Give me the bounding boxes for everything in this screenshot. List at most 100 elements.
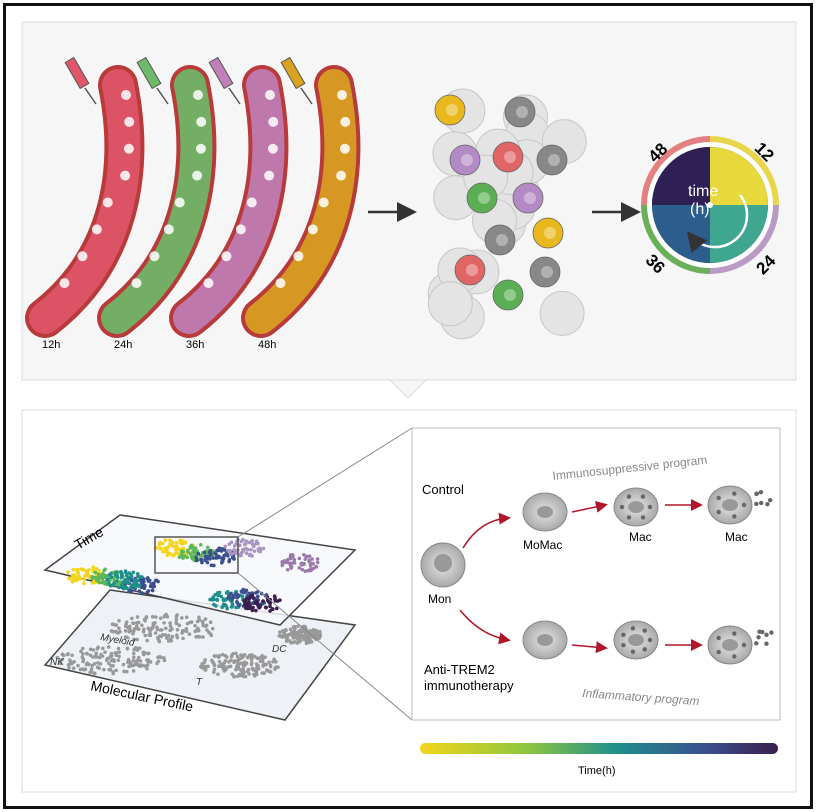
- profile-point: [132, 627, 137, 631]
- time-point: [199, 554, 203, 558]
- profile-point: [146, 651, 151, 656]
- time-point: [315, 560, 320, 565]
- profile-point: [245, 669, 250, 674]
- transition-arrow: [571, 641, 608, 654]
- immune-cell: [492, 279, 524, 311]
- time-point: [248, 604, 252, 609]
- profile-point: [114, 668, 118, 673]
- time-point: [160, 541, 165, 546]
- profile-point: [238, 673, 243, 678]
- mac-label-2: Mac: [725, 530, 748, 544]
- profile-point: [58, 661, 63, 666]
- profile-point: [304, 639, 309, 644]
- blood-cell: [149, 251, 160, 262]
- time-point: [71, 567, 76, 572]
- time-point: [207, 557, 212, 561]
- profile-point: [285, 635, 290, 640]
- profile-point: [165, 636, 169, 640]
- profile-point: [146, 626, 151, 631]
- profile-point: [308, 628, 312, 633]
- profile-point: [253, 655, 257, 659]
- profile-point: [302, 633, 306, 638]
- profile-point: [140, 623, 144, 628]
- profile-point: [145, 638, 149, 643]
- profile-point: [181, 636, 185, 641]
- time-point: [203, 554, 207, 559]
- profile-point: [260, 656, 265, 661]
- blood-vessels: [25, 56, 361, 338]
- blood-cell: [318, 197, 329, 208]
- profile-point: [210, 626, 215, 631]
- time-point: [226, 596, 231, 600]
- time-point: [253, 591, 258, 595]
- time-point: [211, 556, 216, 560]
- time-point: [245, 547, 250, 552]
- time-point: [93, 570, 98, 575]
- time-point: [230, 603, 235, 607]
- immune-cell: [466, 182, 498, 214]
- profile-point: [108, 667, 113, 672]
- time-point: [191, 546, 196, 550]
- profile-point: [136, 646, 141, 651]
- time-point: [75, 570, 80, 574]
- control-label: Control: [422, 482, 464, 497]
- time-point: [192, 551, 197, 555]
- profile-point: [136, 620, 141, 625]
- profile-point: [109, 663, 113, 668]
- time-point: [215, 591, 220, 595]
- time-point: [217, 554, 221, 559]
- profile-point: [194, 634, 199, 639]
- time-point: [315, 557, 320, 561]
- cell-cluster: [427, 88, 587, 340]
- time-point: [194, 555, 199, 560]
- time-point: [205, 545, 210, 550]
- profile-point: [207, 630, 211, 635]
- time-point: [247, 553, 252, 558]
- profile-point: [175, 628, 180, 632]
- profile-point: [81, 652, 85, 656]
- time-point: [237, 553, 242, 558]
- zoom-box: [154, 536, 239, 574]
- profile-point: [103, 650, 107, 654]
- profile-point: [168, 621, 172, 625]
- time-point: [230, 555, 235, 560]
- profile-point: [131, 631, 135, 636]
- profile-point: [208, 620, 213, 625]
- time-point: [235, 601, 240, 605]
- profile-point: [60, 657, 64, 662]
- time-point: [297, 556, 302, 561]
- time-point: [212, 597, 216, 602]
- time-point: [137, 574, 142, 579]
- profile-point: [90, 663, 95, 668]
- profile-point: [96, 645, 100, 650]
- time-point: [250, 593, 255, 598]
- profile-point: [143, 619, 147, 623]
- profile-point: [180, 616, 184, 620]
- profile-point: [138, 659, 143, 663]
- profile-point: [318, 633, 322, 637]
- profile-point: [223, 653, 228, 658]
- profile-point: [232, 660, 236, 665]
- profile-point: [284, 628, 288, 633]
- blood-cell: [102, 197, 113, 208]
- time-point: [194, 558, 199, 563]
- profile-point: [67, 666, 71, 670]
- time-point: [285, 560, 289, 565]
- profile-point: [87, 662, 91, 667]
- profile-point: [117, 654, 121, 659]
- profile-point: [162, 621, 166, 625]
- profile-point: [168, 637, 173, 641]
- immune-cell: [504, 96, 536, 128]
- time-point: [175, 547, 179, 552]
- blood-cell: [120, 170, 131, 181]
- time-point: [66, 570, 70, 575]
- time-point: [181, 550, 186, 554]
- profile-point: [174, 617, 179, 622]
- profile-point: [216, 664, 221, 669]
- profile-point: [106, 645, 111, 649]
- profile-point: [131, 651, 136, 656]
- time-point: [82, 577, 87, 582]
- profile-point: [142, 627, 146, 632]
- time-point: [242, 599, 246, 603]
